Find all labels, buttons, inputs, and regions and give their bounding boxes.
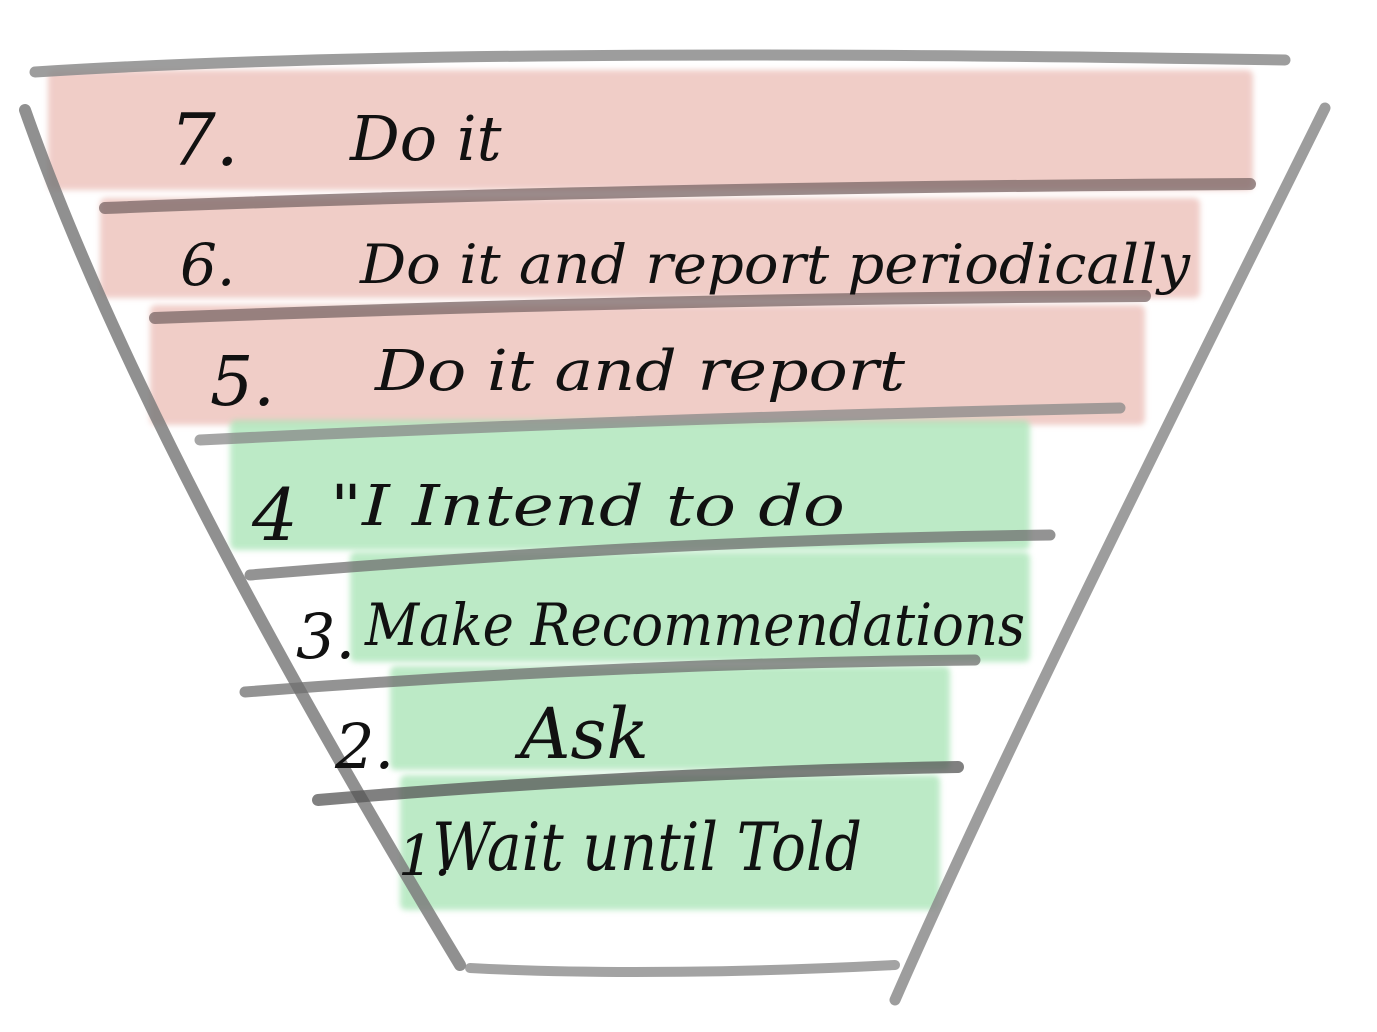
band-level-2 [390,666,950,770]
band-level-5 [150,305,1145,425]
funnel-left-wall [19,104,466,971]
band-level-1 [400,775,940,910]
band-level-6 [100,198,1200,298]
level-2-label: Ask [514,693,649,775]
divider-2-1 [312,761,964,806]
bands [48,70,1253,910]
divider-6-5 [149,290,1151,324]
level-4-number: 4 [251,473,298,557]
divider-7-6 [99,178,1256,214]
funnel-top-line [29,49,1291,78]
level-5-number: 5. [210,343,275,422]
level-1-number: 1. [398,824,451,889]
level-labels: 7. Do it 6. Do it and report periodicall… [170,98,1192,889]
level-5-label: Do it and report [374,339,906,404]
level-3-number: 3. [296,600,355,673]
dividers [99,178,1256,806]
band-level-7 [48,70,1253,190]
level-6-number: 6. [180,231,235,299]
band-level-4 [230,420,1030,550]
divider-3-2 [239,654,981,698]
funnel-outline [19,49,1331,1006]
funnel-right-wall [889,102,1331,1006]
level-7-number: 7. [170,98,239,182]
band-level-3 [350,552,1030,662]
divider-5-4 [194,402,1126,446]
level-2-number: 2. [334,710,394,783]
funnel-bottom-line [465,960,900,977]
level-7-label: Do it [349,102,502,175]
level-1-label: Wait until Told [432,809,862,886]
level-3-label: Make Recommendations [364,591,1025,659]
divider-4-3 [244,529,1056,581]
level-4-label: "I Intend to do [330,474,845,539]
level-6-label: Do it and report periodically [359,233,1192,296]
